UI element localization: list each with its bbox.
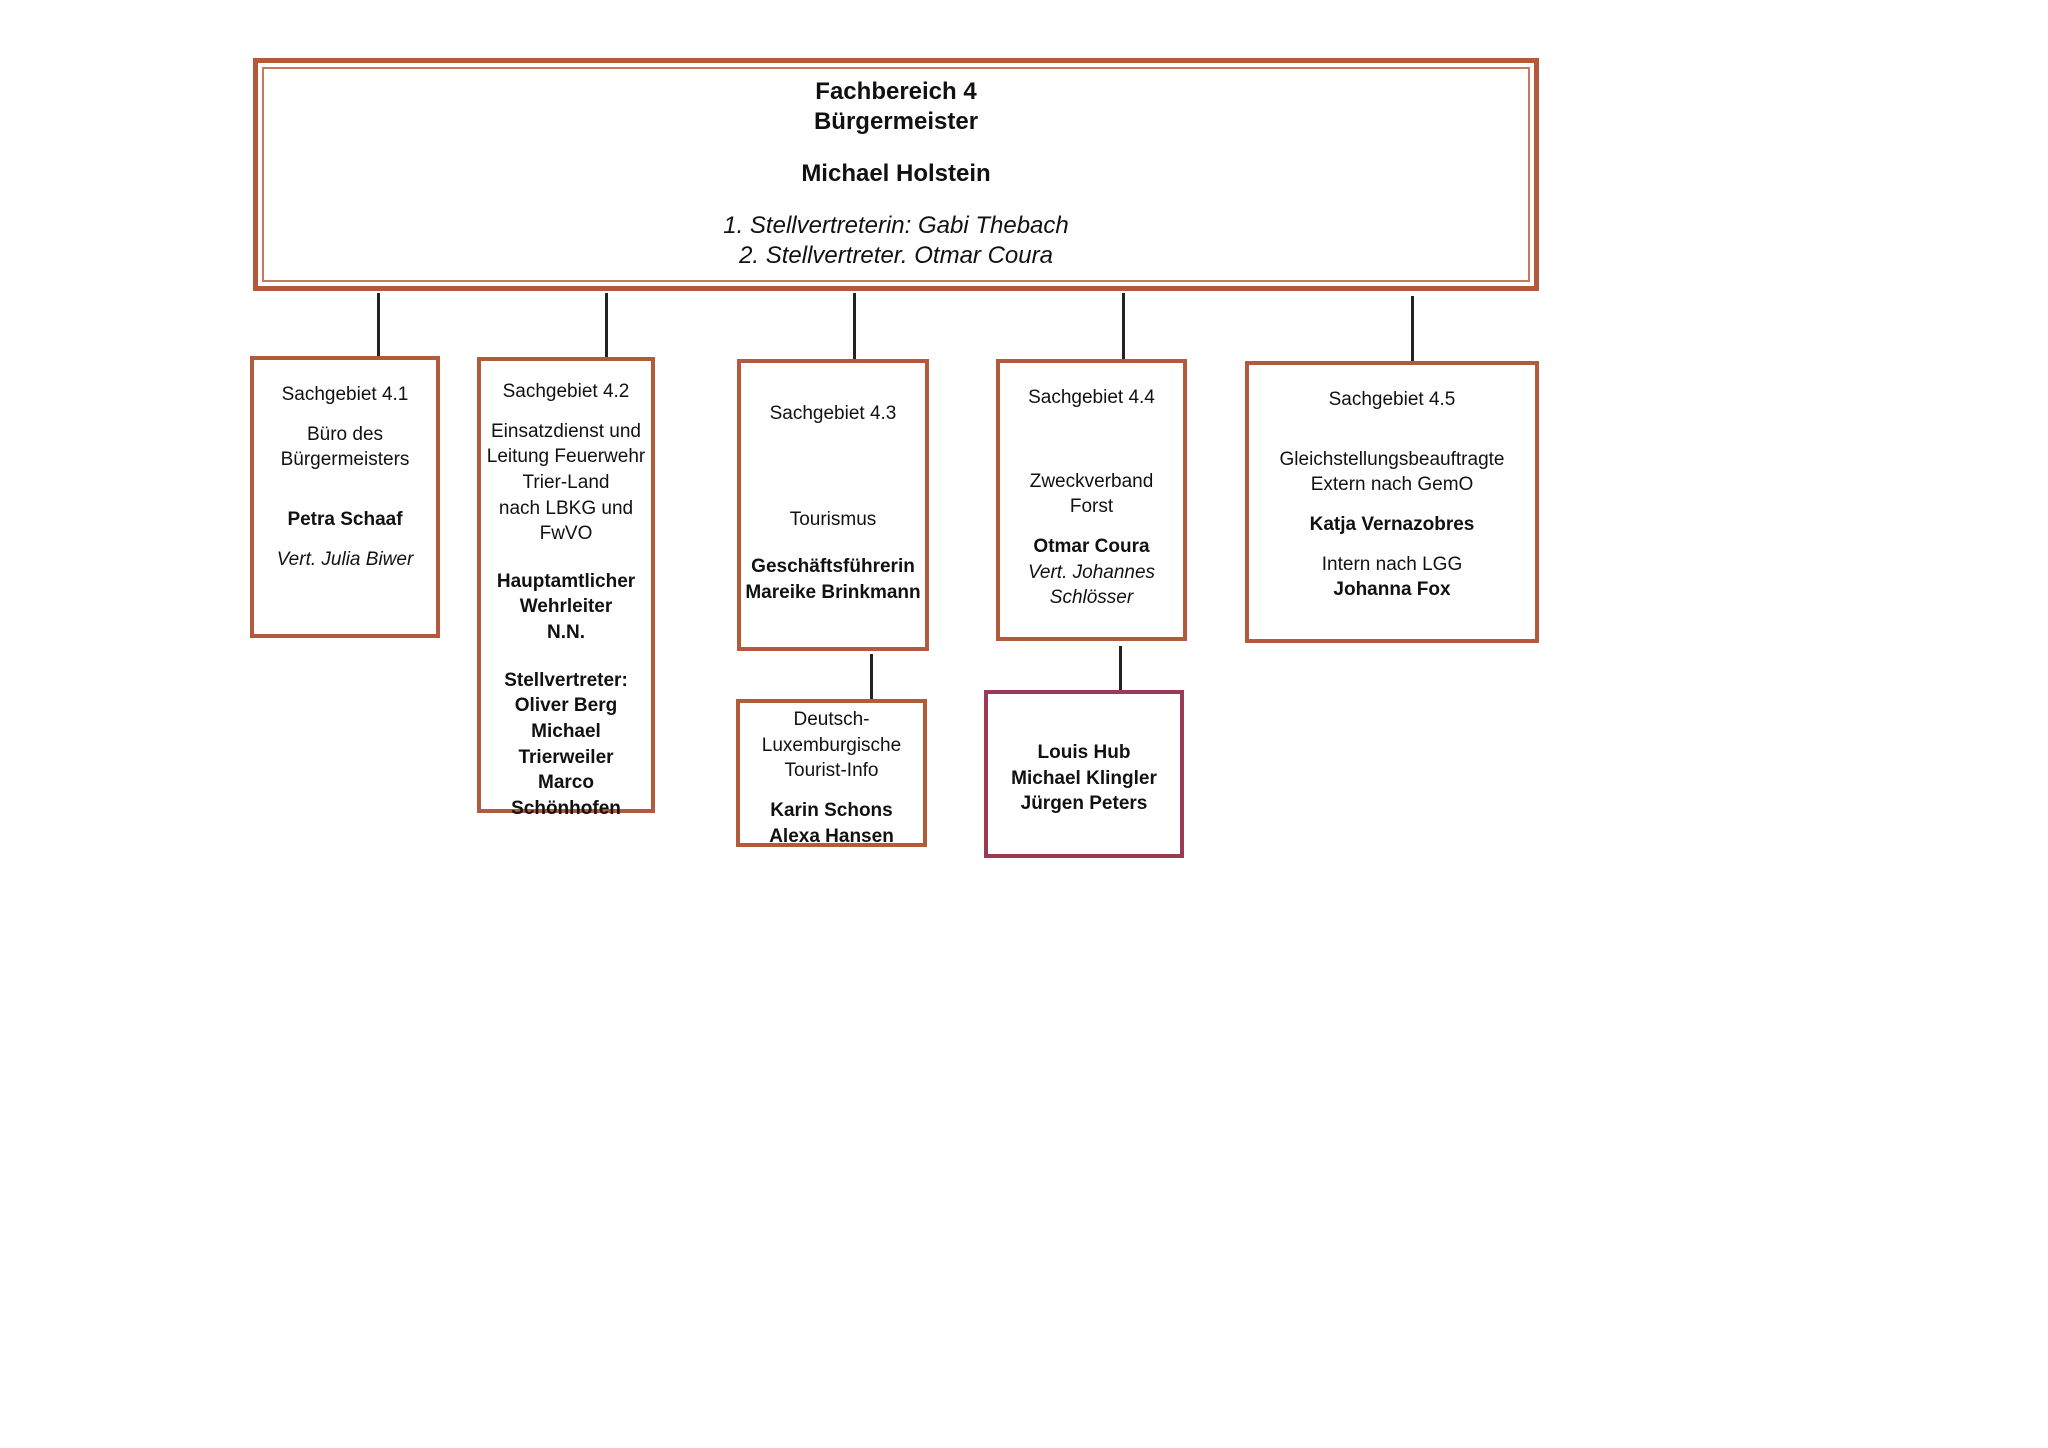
unit-4-2-deputies-line: Stellvertreter: xyxy=(504,669,628,691)
unit-4-3-sub-name: Karin Schons xyxy=(770,799,893,821)
unit-4-3-lead-line: Geschäftsführerin xyxy=(751,556,915,578)
unit-4-2-title: Sachgebiet 4.2 xyxy=(502,381,630,402)
unit-4-5-desc-line: Extern nach GemO xyxy=(1310,474,1474,496)
unit-4-4-title: Sachgebiet 4.4 xyxy=(1028,387,1155,408)
unit-4-2-desc-line: nach LBKG und xyxy=(498,497,634,519)
unit-4-3-sub-desc-line: Tourist-Info xyxy=(784,760,879,782)
unit-4-1-box: Sachgebiet 4.1 Büro des Bürgermeisters P… xyxy=(250,356,440,638)
unit-4-3-sub-desc-line: Luxemburgische xyxy=(761,734,902,756)
department-title: Fachbereich 4 xyxy=(815,78,977,105)
department-role: Bürgermeister xyxy=(813,108,979,135)
unit-4-5-box: Sachgebiet 4.5 Gleichstellungsbeauftragt… xyxy=(1245,361,1539,643)
unit-4-4-lead: Otmar Coura xyxy=(1033,535,1150,557)
unit-4-4-box: Sachgebiet 4.4 Zweckverband Forst Otmar … xyxy=(996,359,1187,641)
unit-4-2-deputies-line: Marco xyxy=(538,772,594,794)
unit-4-4-desc-line: Zweckverband xyxy=(1029,470,1154,492)
unit-4-3-sub-name: Alexa Hansen xyxy=(769,825,894,847)
unit-4-4-deputy-line: Vert. Johannes xyxy=(1027,561,1156,583)
unit-4-5-intern-label: Intern nach LGG xyxy=(1321,553,1463,575)
unit-4-2-lead-line: N.N. xyxy=(547,622,585,644)
unit-4-1-lead: Petra Schaaf xyxy=(287,508,403,530)
connector-4-1 xyxy=(377,293,380,359)
unit-4-3-lead-line: Mareike Brinkmann xyxy=(745,581,921,603)
connector-4-3-sub xyxy=(870,654,873,700)
unit-4-4-deputy-line: Schlösser xyxy=(1049,587,1134,609)
unit-4-2-desc-line: FwVO xyxy=(539,523,593,545)
unit-4-5-intern-name: Johanna Fox xyxy=(1333,579,1451,601)
connector-4-3 xyxy=(853,293,856,363)
unit-4-2-deputies-line: Schönhofen xyxy=(511,797,621,819)
unit-4-2-deputies-line: Oliver Berg xyxy=(514,695,618,717)
connector-4-5 xyxy=(1411,296,1414,364)
unit-4-2-desc-line: Leitung Feuerwehr xyxy=(486,446,646,468)
connector-4-2 xyxy=(605,293,608,359)
unit-4-2-lead-line: Wehrleiter xyxy=(519,596,613,618)
unit-4-5-desc-line: Gleichstellungsbeauftragte xyxy=(1279,448,1505,470)
unit-4-2-deputies-line: Michael xyxy=(531,721,601,743)
unit-4-5-title: Sachgebiet 4.5 xyxy=(1328,389,1456,410)
unit-4-3-desc: Tourismus xyxy=(789,508,877,530)
unit-4-2-lead-line: Hauptamtlicher xyxy=(496,570,636,592)
unit-4-5-lead: Katja Vernazobres xyxy=(1309,513,1475,535)
second-deputy: 2. Stellvertreter. Otmar Coura xyxy=(739,242,1053,269)
unit-4-2-deputies-line: Trierweiler xyxy=(518,746,614,768)
unit-4-1-desc-line: Bürgermeisters xyxy=(280,449,410,471)
connector-4-4-sub xyxy=(1119,646,1122,692)
unit-4-2-box: Sachgebiet 4.2 Einsatzdienst und Leitung… xyxy=(477,357,655,819)
first-deputy: 1. Stellvertreterin: Gabi Thebach xyxy=(723,212,1069,239)
unit-4-4-desc-line: Forst xyxy=(1069,496,1114,518)
unit-4-4-staff-name: Jürgen Peters xyxy=(1020,793,1148,815)
unit-4-1-desc-line: Büro des xyxy=(306,423,384,445)
connector-4-4 xyxy=(1122,293,1125,361)
unit-4-3-sub-desc-line: Deutsch- xyxy=(793,709,870,730)
unit-4-3-title: Sachgebiet 4.3 xyxy=(769,403,897,424)
unit-4-3-tourist-info-box: Deutsch- Luxemburgische Tourist-Info Kar… xyxy=(736,699,927,847)
unit-4-1-title: Sachgebiet 4.1 xyxy=(281,384,409,405)
department-head-box: Fachbereich 4 Bürgermeister Michael Hols… xyxy=(253,58,1539,291)
department-head-name: Michael Holstein xyxy=(801,160,991,187)
unit-4-2-desc-line: Trier-Land xyxy=(522,471,610,493)
unit-4-1-deputy: Vert. Julia Biwer xyxy=(276,548,414,570)
unit-4-2-desc-line: Einsatzdienst und xyxy=(491,420,641,442)
unit-4-3-box: Sachgebiet 4.3 Tourismus Geschäftsführer… xyxy=(737,359,929,651)
unit-4-4-staff-name: Louis Hub xyxy=(1037,742,1131,763)
unit-4-4-staff-box: Louis Hub Michael Klingler Jürgen Peters xyxy=(984,690,1184,858)
unit-4-4-staff-name: Michael Klingler xyxy=(1011,767,1157,789)
